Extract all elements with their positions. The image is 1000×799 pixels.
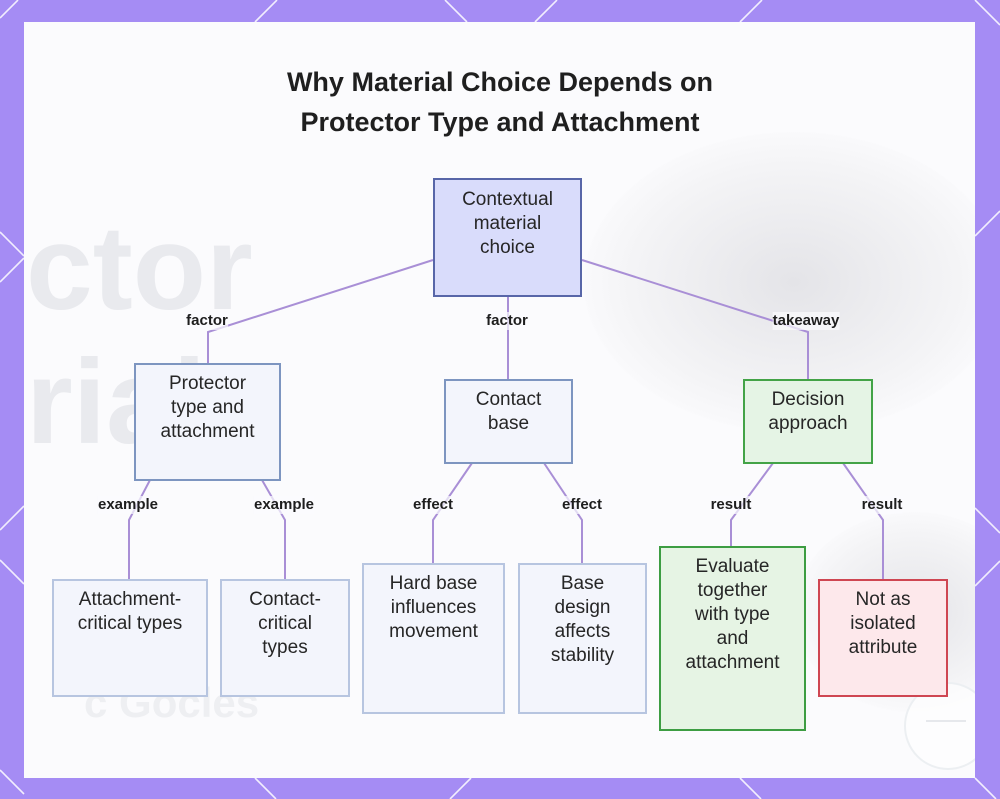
node-base-design-affects-stability: Base design affects stability [518,563,647,714]
edge-label-effect-left: effect [412,496,454,514]
node-contact-base: Contact base [444,379,573,464]
edge-label-takeaway: takeaway [772,312,840,330]
title-line-1: Why Material Choice Depends on [286,67,714,97]
edge-decision-not-isolated [842,462,884,580]
edge-root-protector [207,259,434,364]
edge-label-effect-right: effect [561,496,603,514]
edge-label-result-left: result [710,496,752,514]
node-decision-approach: Decision approach [743,379,873,464]
edge-label-result-right: result [861,496,903,514]
diagram-title: Why Material Choice Depends on Protector… [200,62,800,142]
edge-label-example-left: example [97,496,159,514]
edge-label-factor-left: factor [186,312,228,330]
edge-decision-evaluate [730,462,774,547]
title-line-2: Protector Type and Attachment [300,107,700,137]
edge-contact-hard-base [432,462,473,564]
watermark-text: ctor [26,201,253,335]
node-contact-critical-types: Contact- critical types [220,579,350,697]
node-attachment-critical-types: Attachment- critical types [52,579,208,697]
edge-protector-attachment [128,479,151,580]
node-evaluate-together: Evaluate together with type and attachme… [659,546,806,731]
node-protector-type-and-attachment: Protector type and attachment [134,363,281,481]
edge-label-factor-center: factor [486,312,528,330]
node-hard-base-influences-movement: Hard base influences movement [362,563,505,714]
node-contextual-material-choice: Contextual material choice [433,178,582,297]
edge-protector-contact-critical [261,479,286,580]
node-not-as-isolated-attribute: Not as isolated attribute [818,579,948,697]
edge-label-example-right: example [253,496,315,514]
edge-contact-base-design [543,462,583,564]
edge-root-decision [581,259,809,380]
